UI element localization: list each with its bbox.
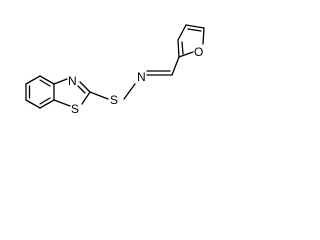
- bond: [25, 99, 41, 109]
- bond: [81, 91, 91, 105]
- benzene-ring: [25, 75, 55, 109]
- double-bond-inner: [181, 41, 184, 55]
- bond: [25, 75, 41, 85]
- bond: [39, 99, 55, 109]
- atom-label-n-imine: N: [137, 70, 146, 84]
- furan-ring: [177, 24, 205, 58]
- double-bond-inner: [187, 28, 202, 32]
- bond: [79, 81, 91, 93]
- bond: [185, 24, 205, 29]
- atom-label-s-thiazole: S: [71, 102, 79, 116]
- bond: [39, 75, 55, 85]
- double-bond-inner: [39, 97, 51, 105]
- bond: [89, 91, 109, 100]
- molecular-structure: N S S N O: [25, 24, 205, 116]
- thiazole-ring: [53, 78, 91, 107]
- bond: [53, 99, 71, 107]
- sulfenyl-imine-linker: [89, 56, 180, 100]
- atom-label-s-sulfenyl: S: [110, 93, 118, 107]
- bond: [171, 56, 180, 76]
- atom-label-o-furan: O: [194, 45, 203, 59]
- double-bond-inner: [39, 79, 51, 87]
- bond: [177, 24, 187, 41]
- atom-label-n-thiazole: N: [68, 74, 77, 88]
- bond: [177, 39, 180, 58]
- bond: [53, 78, 68, 85]
- bond: [123, 83, 136, 100]
- double-bond-inner: [77, 85, 86, 94]
- bond: [178, 51, 194, 58]
- bond: [202, 27, 205, 45]
